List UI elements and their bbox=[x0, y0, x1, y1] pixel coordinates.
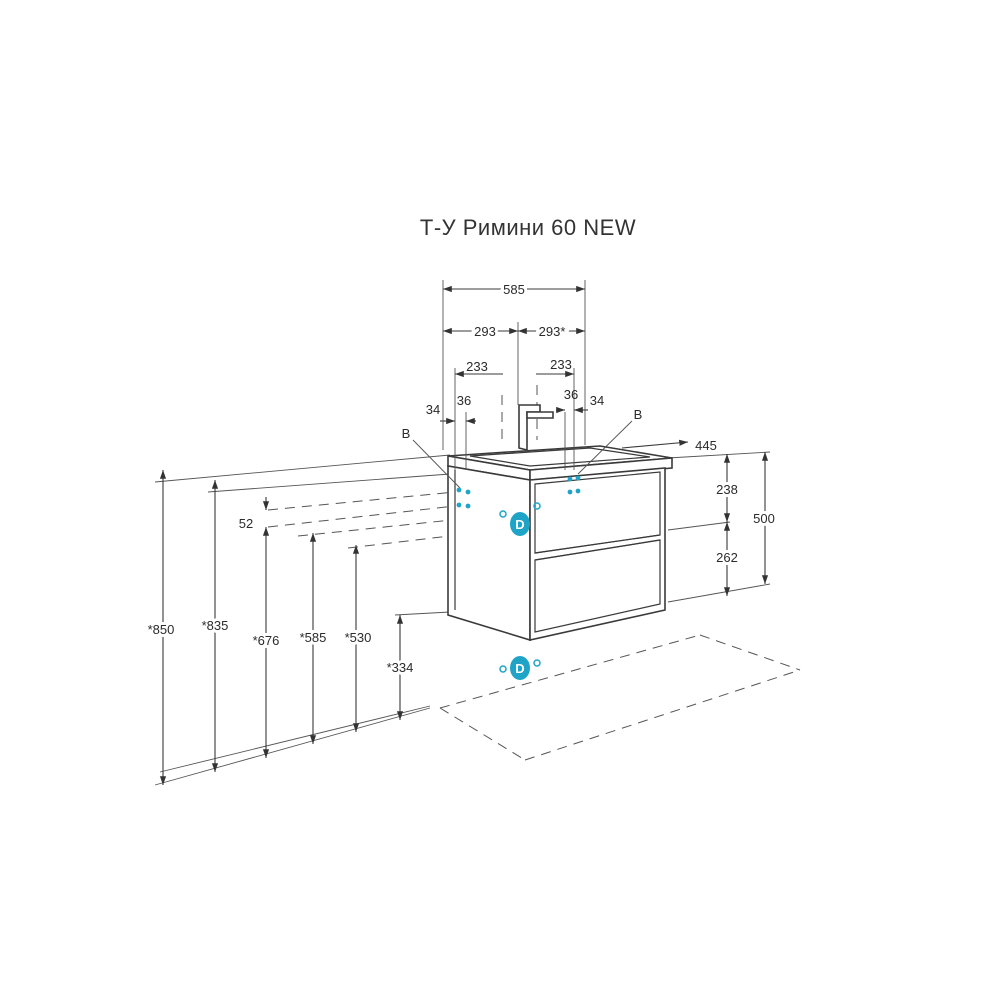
dim-h850: *850 bbox=[148, 622, 175, 637]
label-b-left: B bbox=[402, 426, 411, 441]
left-dimensions: *850 *835 52 *676 *585 *530 *334 bbox=[145, 470, 416, 785]
dim-gap-right-inner: 36 bbox=[564, 387, 578, 402]
dim-gap-right-outer: 34 bbox=[590, 393, 604, 408]
label-d-wall: D bbox=[515, 517, 524, 532]
dim-gap-left-inner: 36 bbox=[457, 393, 471, 408]
dim-total-width: 585 bbox=[503, 282, 525, 297]
top-dimensions: 585 293 293* 233 233 34 36 36 34 bbox=[426, 279, 604, 470]
dim-h530: *530 bbox=[345, 630, 372, 645]
dim-depth: 445 bbox=[695, 438, 717, 453]
drain-wall: D bbox=[499, 502, 541, 536]
dim-h835: *835 bbox=[202, 618, 229, 633]
dim-h585: *585 bbox=[300, 630, 327, 645]
dim-half-right: 293* bbox=[539, 324, 566, 339]
right-dimensions: 445 500 238 262 bbox=[621, 438, 778, 596]
drain-floor: D bbox=[499, 656, 541, 680]
dim-h676: *676 bbox=[253, 633, 280, 648]
dim-drop: 52 bbox=[239, 516, 253, 531]
vanity-cabinet bbox=[447, 404, 673, 642]
dim-top-section: 238 bbox=[716, 482, 738, 497]
dim-height: 500 bbox=[753, 511, 775, 526]
dim-offset-left: 233 bbox=[466, 359, 488, 374]
dim-bottom-section: 262 bbox=[716, 550, 738, 565]
dim-h334: *334 bbox=[387, 660, 414, 675]
wall-lines bbox=[154, 451, 771, 786]
drawing-title: Т-У Римини 60 NEW bbox=[420, 215, 636, 240]
label-d-floor: D bbox=[515, 661, 524, 676]
dim-half-left: 293 bbox=[474, 324, 496, 339]
label-b-right: B bbox=[634, 407, 643, 422]
connections: B B D D bbox=[402, 407, 643, 680]
dim-gap-left-outer: 34 bbox=[426, 402, 440, 417]
dim-offset-right: 233 bbox=[550, 357, 572, 372]
